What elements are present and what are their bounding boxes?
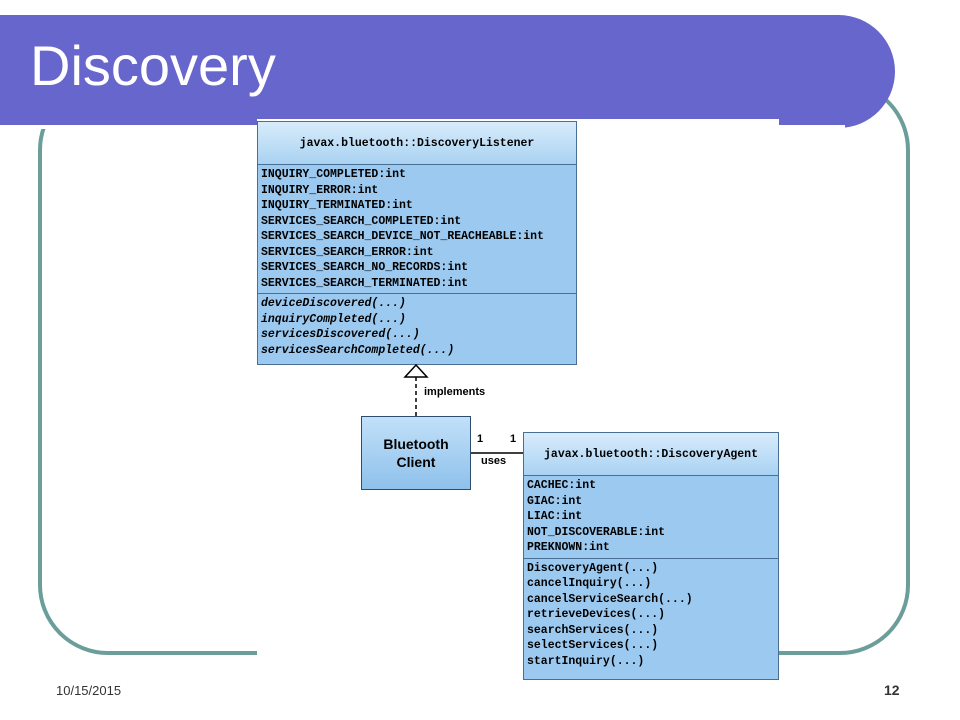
method: servicesSearchCompleted(...) xyxy=(261,343,455,357)
attribute: LIAC:int xyxy=(527,510,583,523)
attributes-section: CACHEC:int GIAC:int LIAC:int NOT_DISCOVE… xyxy=(524,476,778,559)
method: retrieveDevices(...) xyxy=(527,608,666,621)
implements-label: implements xyxy=(424,386,486,398)
attribute: INQUIRY_COMPLETED:int xyxy=(261,168,406,181)
class-name: javax.bluetooth::DiscoveryListener xyxy=(258,122,576,165)
method: selectServices(...) xyxy=(527,639,659,652)
attribute: SERVICES_SEARCH_ERROR:int xyxy=(261,245,434,259)
slide-title: Discovery xyxy=(30,34,276,97)
method: inquiryCompleted(...) xyxy=(261,312,406,326)
method: deviceDiscovered(...) xyxy=(261,297,406,310)
method: startInquiry(...) xyxy=(527,654,645,668)
attribute: SERVICES_SEARCH_DEVICE_NOT_REACHEABLE:in… xyxy=(261,230,544,243)
class-name: javax.bluetooth::DiscoveryAgent xyxy=(524,433,778,476)
method: cancelInquiry(...) xyxy=(527,577,652,590)
method: cancelServiceSearch(...) xyxy=(527,592,693,606)
realization-arrowhead xyxy=(403,363,429,378)
attribute: PREKNOWN:int xyxy=(527,541,610,554)
agent-multiplicity: 1 xyxy=(510,433,517,445)
attribute: SERVICES_SEARCH_COMPLETED:int xyxy=(261,214,462,228)
client-multiplicity: 1 xyxy=(477,433,484,445)
attribute: INQUIRY_ERROR:int xyxy=(261,183,379,197)
attributes-section: INQUIRY_COMPLETED:int INQUIRY_ERROR:int … xyxy=(258,165,576,294)
discovery-agent-class: javax.bluetooth::DiscoveryAgent CACHEC:i… xyxy=(523,432,779,680)
method: DiscoveryAgent(...) xyxy=(527,561,659,575)
bluetooth-client-box: Bluetooth Client xyxy=(361,416,471,490)
uses-label: uses xyxy=(481,455,507,467)
attribute: CACHEC:int xyxy=(527,479,597,492)
page-number: 12 xyxy=(884,682,900,698)
client-label-line1: Bluetooth xyxy=(383,436,449,452)
attribute: GIAC:int xyxy=(527,494,583,508)
attribute: INQUIRY_TERMINATED:int xyxy=(261,199,413,212)
methods-section: DiscoveryAgent(...) cancelInquiry(...) c… xyxy=(524,559,778,672)
attribute: SERVICES_SEARCH_NO_RECORDS:int xyxy=(261,261,469,274)
footer-date: 10/15/2015 xyxy=(56,683,122,698)
attribute: NOT_DISCOVERABLE:int xyxy=(527,525,666,539)
method: searchServices(...) xyxy=(527,623,659,637)
attribute: SERVICES_SEARCH_TERMINATED:int xyxy=(261,276,469,290)
discovery-listener-class: javax.bluetooth::DiscoveryListener INQUI… xyxy=(257,121,577,365)
client-label-line2: Client xyxy=(396,454,436,470)
methods-section: deviceDiscovered(...) inquiryCompleted(.… xyxy=(258,294,576,360)
title-bar xyxy=(0,15,895,128)
method: servicesDiscovered(...) xyxy=(261,328,420,341)
